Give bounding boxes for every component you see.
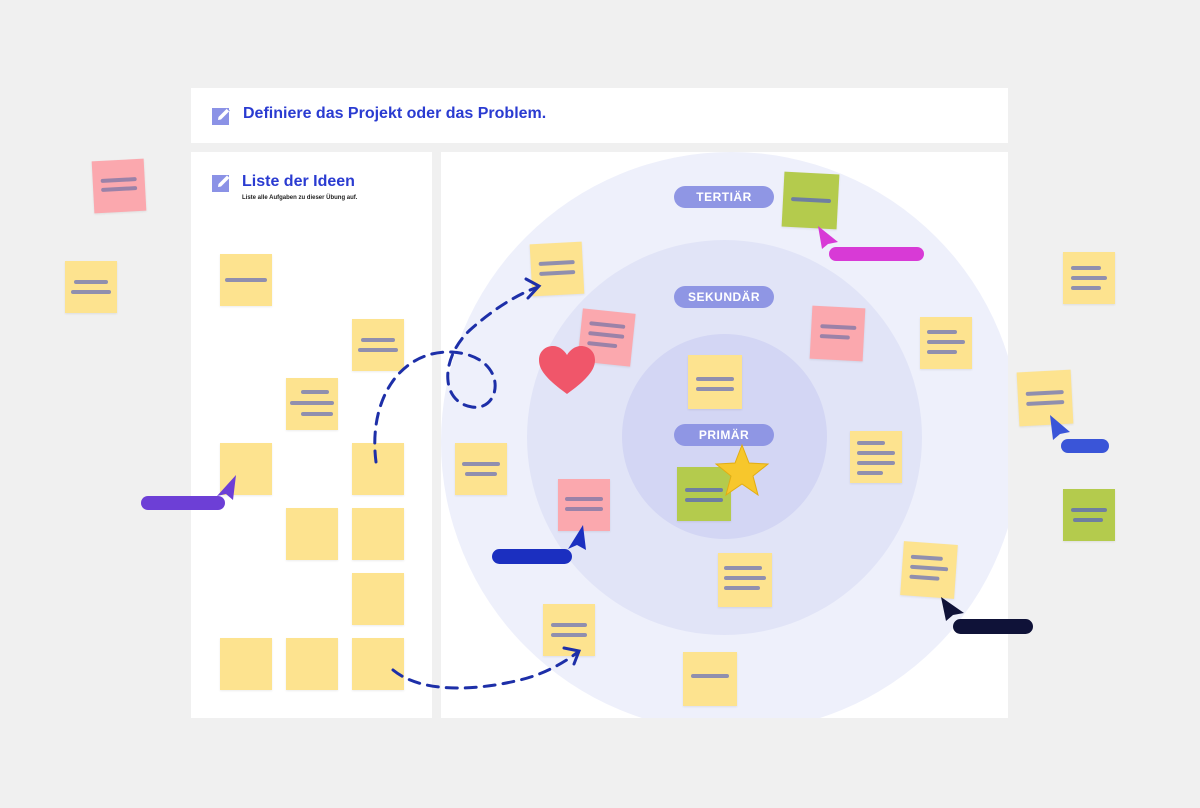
ideas-list-subtitle: Liste alle Aufgaben zu dieser Übung auf. bbox=[242, 195, 358, 201]
sticky-note[interactable] bbox=[529, 241, 585, 297]
tertiary-label[interactable]: TERTIÄR bbox=[674, 186, 774, 208]
sticky-note[interactable] bbox=[220, 443, 272, 495]
sticky-note[interactable] bbox=[900, 541, 958, 599]
star-icon[interactable] bbox=[714, 443, 770, 497]
sticky-note[interactable] bbox=[286, 378, 338, 430]
sticky-note[interactable] bbox=[286, 508, 338, 560]
sticky-note[interactable] bbox=[1063, 252, 1115, 304]
sticky-note[interactable] bbox=[352, 508, 404, 560]
primary-label[interactable]: PRIMÄR bbox=[674, 424, 774, 446]
sticky-note[interactable] bbox=[718, 553, 772, 607]
sticky-note[interactable] bbox=[543, 604, 595, 656]
sticky-note[interactable] bbox=[286, 638, 338, 690]
sticky-note[interactable] bbox=[781, 171, 840, 230]
ideas-list-title[interactable]: Liste der Ideen bbox=[242, 173, 355, 190]
sticky-note[interactable] bbox=[455, 443, 507, 495]
heart-icon[interactable] bbox=[537, 345, 597, 397]
secondary-label[interactable]: SEKUNDÄR bbox=[674, 286, 774, 308]
sticky-note[interactable] bbox=[91, 158, 147, 214]
sticky-note[interactable] bbox=[920, 317, 972, 369]
sticky-note[interactable] bbox=[220, 254, 272, 306]
sticky-note[interactable] bbox=[220, 638, 272, 690]
collaborator-cursor-royal bbox=[1061, 439, 1109, 453]
sticky-note[interactable] bbox=[1016, 369, 1074, 427]
edit-icon[interactable] bbox=[212, 173, 232, 193]
project-definition-title[interactable]: Definiere das Projekt oder das Problem. bbox=[243, 105, 547, 122]
edit-icon[interactable] bbox=[212, 106, 232, 126]
sticky-note[interactable] bbox=[683, 652, 737, 706]
sticky-note[interactable] bbox=[809, 305, 866, 362]
sticky-note[interactable] bbox=[352, 638, 404, 690]
sticky-note[interactable] bbox=[352, 573, 404, 625]
sticky-note[interactable] bbox=[352, 443, 404, 495]
project-definition-panel[interactable]: Definiere das Projekt oder das Problem. bbox=[191, 88, 1008, 143]
sticky-note[interactable] bbox=[677, 467, 731, 521]
ideas-list-panel[interactable]: Liste der Ideen Liste alle Aufgaben zu d… bbox=[191, 152, 432, 718]
sticky-note[interactable] bbox=[1063, 489, 1115, 541]
sticky-note[interactable] bbox=[352, 319, 404, 371]
sticky-note[interactable] bbox=[850, 431, 902, 483]
sticky-note[interactable] bbox=[558, 479, 610, 531]
sticky-note[interactable] bbox=[688, 355, 742, 409]
sticky-note[interactable] bbox=[65, 261, 117, 313]
